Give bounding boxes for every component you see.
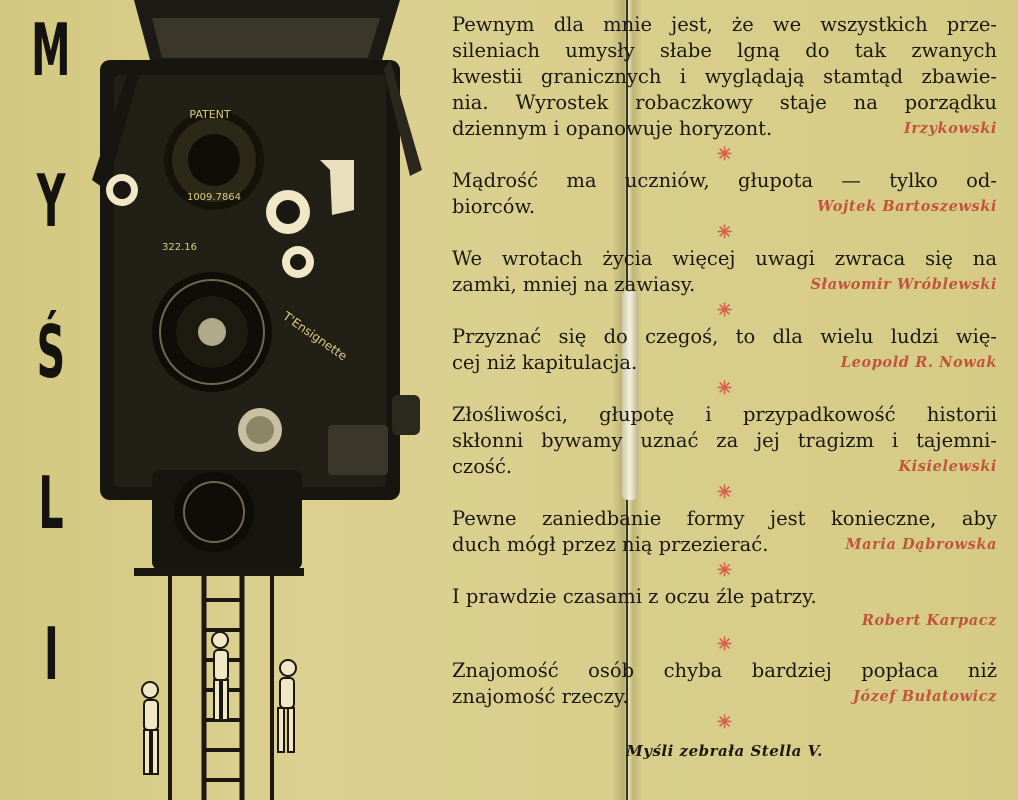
thought-1: Pewnym dla mnie jest, że we wszystkich p…	[452, 12, 997, 142]
camera-lens-label: 322.16	[162, 242, 197, 253]
thought-line: Pewne zaniedbanie formy jest konieczne, …	[452, 507, 997, 530]
thought-line: Mądrość ma uczniów, głupota — tylko od-	[452, 169, 997, 192]
author-name: Sławomir Wróblewski	[810, 276, 997, 293]
asterisk-separator: ✳	[716, 560, 733, 581]
author-name: Irzykowski	[904, 120, 997, 137]
asterisk-separator: ✳	[716, 300, 733, 321]
thought-line: Złośliwości, głupotę i przypadkowość his…	[452, 403, 997, 426]
thought-line: kwestii granicznych i wyglądają stamtąd …	[452, 65, 997, 88]
asterisk-separator: ✳	[716, 378, 733, 399]
camera-patent-label: PATENT	[189, 108, 230, 121]
author-name: Leopold R. Nowak	[840, 354, 997, 371]
thoughts-column: Pewnym dla mnie jest, że we wszystkich p…	[452, 12, 997, 764]
thought-line: Przyznać się do czegoś, to dla wielu lud…	[452, 325, 997, 348]
thought-line: Znajomość osób chyba bardziej popłaca ni…	[452, 659, 997, 682]
thought-8: Znajomość osób chyba bardziej popłaca ni…	[452, 658, 997, 710]
title-letter-m: M	[31, 8, 71, 92]
thought-3: We wrotach życia więcej uwagi zwraca się…	[452, 246, 997, 298]
thought-5: Złośliwości, głupotę i przypadkowość his…	[452, 402, 997, 480]
thought-line: sileniach umysły słabe lgną do tak zwany…	[452, 39, 997, 62]
thought-line: We wrotach życia więcej uwagi zwraca się…	[452, 247, 997, 270]
compiler-credit: Myśli zebrała Stella V.	[626, 742, 823, 760]
title-letter-i: I	[43, 612, 59, 696]
thought-6: Pewne zaniedbanie formy jest konieczne, …	[452, 506, 997, 558]
asterisk-separator: ✳	[716, 712, 733, 733]
title-letter-s: Ś	[36, 310, 66, 394]
asterisk-separator: ✳	[716, 482, 733, 503]
author-name: Wojtek Bartoszewski	[817, 198, 997, 215]
asterisk-separator: ✳	[716, 222, 733, 243]
asterisk-separator: ✳	[716, 144, 733, 165]
title-letter-l: L	[38, 461, 64, 545]
vertical-title: M Y Ś L I	[28, 14, 74, 769]
author-name: Kisielewski	[898, 458, 997, 475]
thought-line: I prawdzie czasami z oczu źle patrzy.	[452, 585, 817, 608]
binding-staple	[622, 290, 638, 500]
thought-line: skłonni bywamy uznać za jej tragizm i ta…	[452, 429, 997, 452]
camera-number-label: 1009.7864	[187, 192, 241, 203]
camera-illustration: PATENT 1009.7864 T'Ensignette 322.16	[92, 0, 432, 800]
title-letter-y: Y	[36, 159, 66, 243]
thought-2: Mądrość ma uczniów, głupota — tylko od- …	[452, 168, 997, 220]
author-name: Józef Bułatowicz	[852, 688, 997, 705]
asterisk-separator: ✳	[716, 634, 733, 655]
author-name: Maria Dąbrowska	[845, 536, 997, 553]
thought-line: nia. Wyrostek robaczkowy staje na porząd…	[452, 91, 997, 114]
thought-line: Pewnym dla mnie jest, że we wszystkich p…	[452, 13, 997, 36]
thought-4: Przyznać się do czegoś, to dla wielu lud…	[452, 324, 997, 376]
author-name: Robert Karpacz	[861, 612, 997, 629]
camera-drawing: PATENT 1009.7864 T'Ensignette 322.16	[92, 0, 422, 800]
thought-7: I prawdzie czasami z oczu źle patrzy. Ro…	[452, 584, 997, 632]
